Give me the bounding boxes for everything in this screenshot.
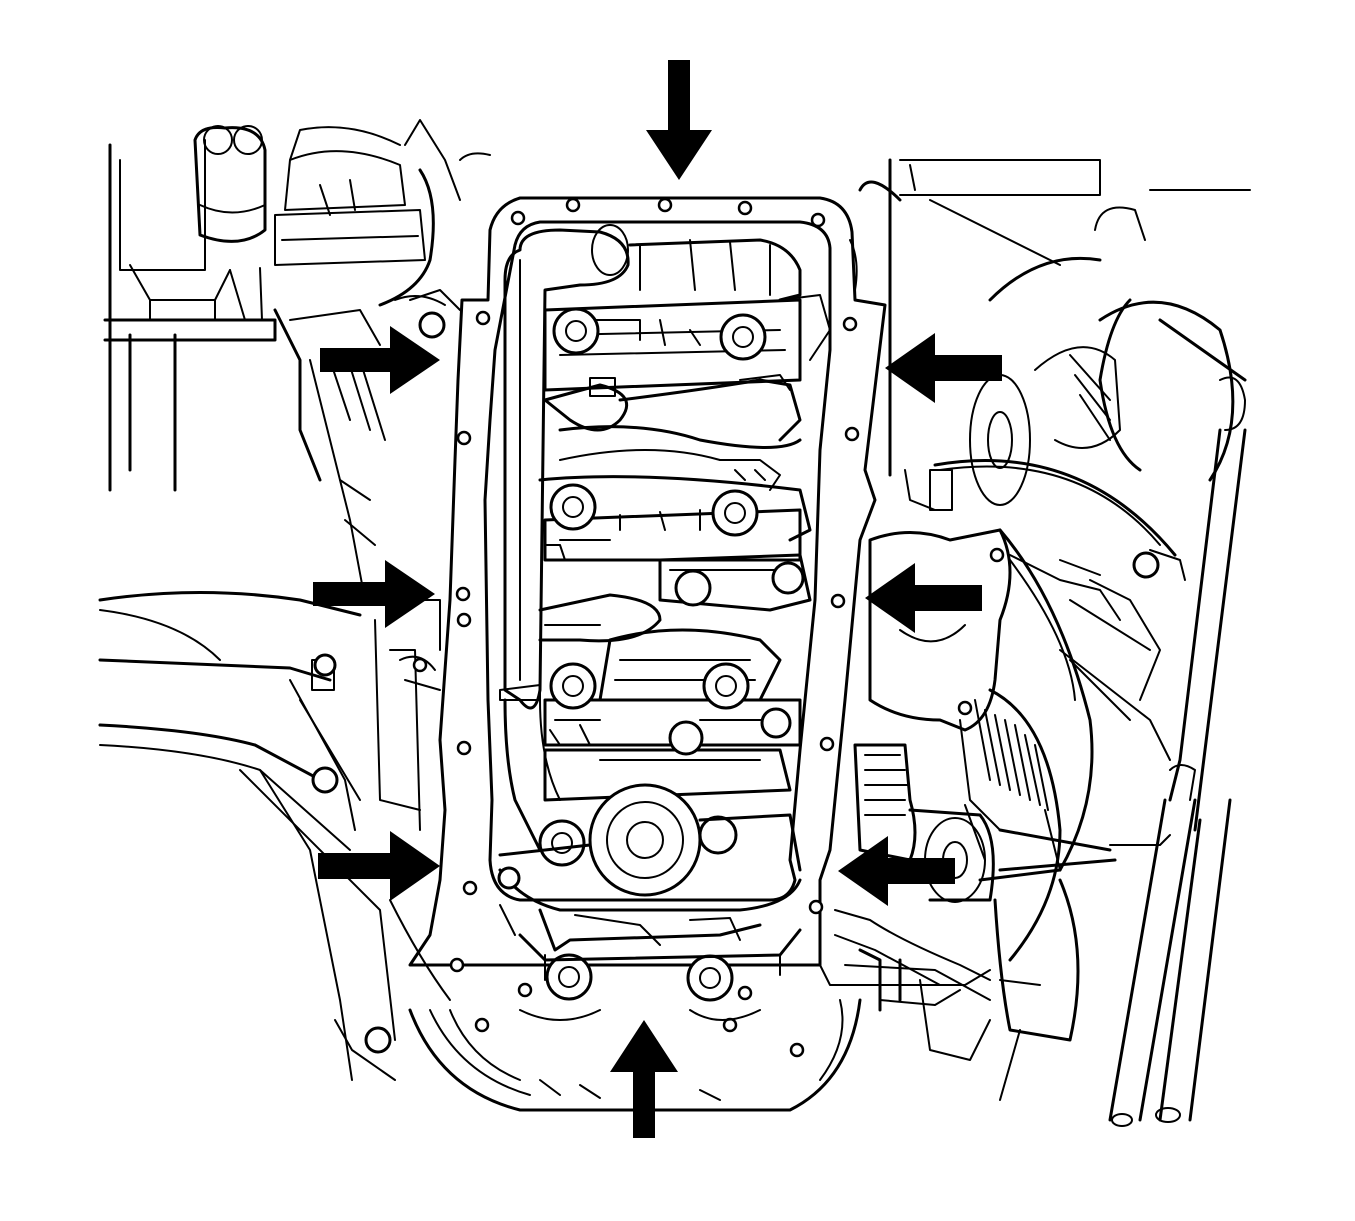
- callout-arrows: [313, 60, 1002, 1138]
- right-engine-components: [849, 158, 1251, 1127]
- rear-main-cap: [497, 783, 802, 981]
- arrow-lower-left: [318, 831, 440, 901]
- arrow-upper-left: [320, 326, 440, 394]
- oil-pan-gasket: [408, 196, 991, 1001]
- right-lower-bracket: [834, 743, 1062, 1061]
- arrow-upper-right: [885, 333, 1002, 403]
- left-engine-components: [103, 119, 491, 492]
- arrow-lower-right: [838, 836, 955, 906]
- arrow-bottom: [610, 1020, 678, 1138]
- arrow-top: [646, 60, 712, 180]
- flywheel: [408, 998, 862, 1112]
- arrow-middle-right: [865, 563, 982, 633]
- bearing-cap-bolts: [538, 307, 805, 1002]
- gasket-bolt-holes: [449, 197, 860, 1001]
- arrow-middle-left: [313, 560, 435, 628]
- left-lower-components: [98, 295, 451, 1081]
- crankshaft-assembly: [499, 224, 831, 852]
